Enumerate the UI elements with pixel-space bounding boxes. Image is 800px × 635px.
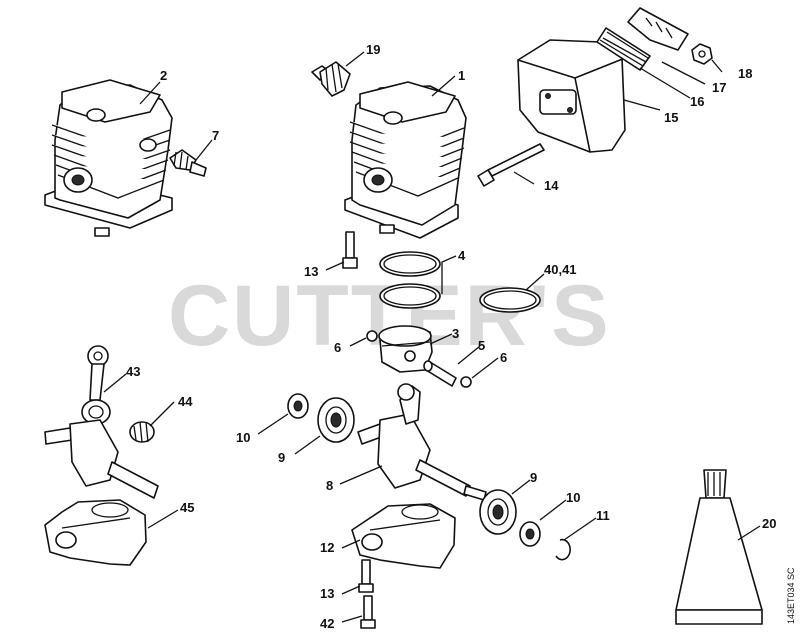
callout-1: 1	[458, 68, 465, 83]
needle-cage	[129, 421, 155, 443]
connecting-rod	[81, 345, 111, 425]
screw-42	[360, 595, 376, 629]
seal-left	[287, 393, 309, 419]
screw-upper	[342, 231, 358, 269]
callout-44: 44	[178, 394, 193, 409]
seal-right	[519, 521, 541, 547]
screw-lower	[358, 559, 374, 593]
callout-14: 14	[544, 178, 559, 193]
baffle	[627, 7, 689, 51]
callout-43: 43	[126, 364, 140, 379]
callout-18: 18	[738, 66, 752, 81]
callout-9-right: 9	[530, 470, 537, 485]
callout-2: 2	[160, 68, 167, 83]
callout-40-41: 40,41	[544, 262, 577, 277]
callout-20: 20	[762, 516, 776, 531]
crankcase-left	[44, 499, 147, 566]
ring-40-41	[479, 287, 541, 313]
callout-42: 42	[320, 616, 334, 631]
piston-rings	[379, 251, 441, 309]
piston	[378, 325, 433, 373]
callout-17: 17	[712, 80, 726, 95]
bearing-right	[479, 489, 517, 535]
circlip-right	[460, 376, 472, 388]
spark-screen	[596, 27, 651, 71]
callout-16: 16	[690, 94, 704, 109]
grease-tube	[675, 469, 763, 625]
nut	[691, 43, 713, 65]
cylinder-left	[44, 79, 173, 237]
callout-13-lower: 13	[320, 586, 334, 601]
crankshaft-left	[44, 419, 159, 499]
callout-10-right: 10	[566, 490, 580, 505]
callout-8: 8	[326, 478, 333, 493]
crankshaft-center	[357, 383, 487, 501]
crankcase-center	[351, 503, 456, 569]
callout-10-left: 10	[236, 430, 250, 445]
callout-7: 7	[212, 128, 219, 143]
callout-13-upper: 13	[304, 264, 318, 279]
callout-6-right: 6	[500, 350, 507, 365]
spark-plug	[311, 61, 351, 97]
circlip-crank	[555, 538, 571, 561]
callout-45: 45	[180, 500, 194, 515]
cylinder-center	[344, 81, 467, 239]
callout-9-left: 9	[278, 450, 285, 465]
callout-6-left: 6	[334, 340, 341, 355]
muffler-bolt	[477, 143, 545, 187]
drawing-reference: 143ET034 SC	[786, 567, 796, 624]
muffler	[517, 39, 626, 153]
callout-5: 5	[478, 338, 485, 353]
callout-15: 15	[664, 110, 678, 125]
decompression-valve	[169, 149, 207, 177]
leader-lines	[103, 51, 761, 623]
bearing-left	[317, 397, 355, 443]
callout-19: 19	[366, 42, 380, 57]
callout-11: 11	[596, 508, 610, 523]
callout-12: 12	[320, 540, 334, 555]
piston-pin	[423, 360, 457, 387]
callout-3: 3	[452, 326, 459, 341]
callout-4: 4	[458, 248, 466, 263]
callout-labels: 1 2 3 4 5 6 6 7 8 9 9 10 10 11 12 13 13 …	[126, 42, 776, 631]
circlip-left	[366, 330, 378, 342]
